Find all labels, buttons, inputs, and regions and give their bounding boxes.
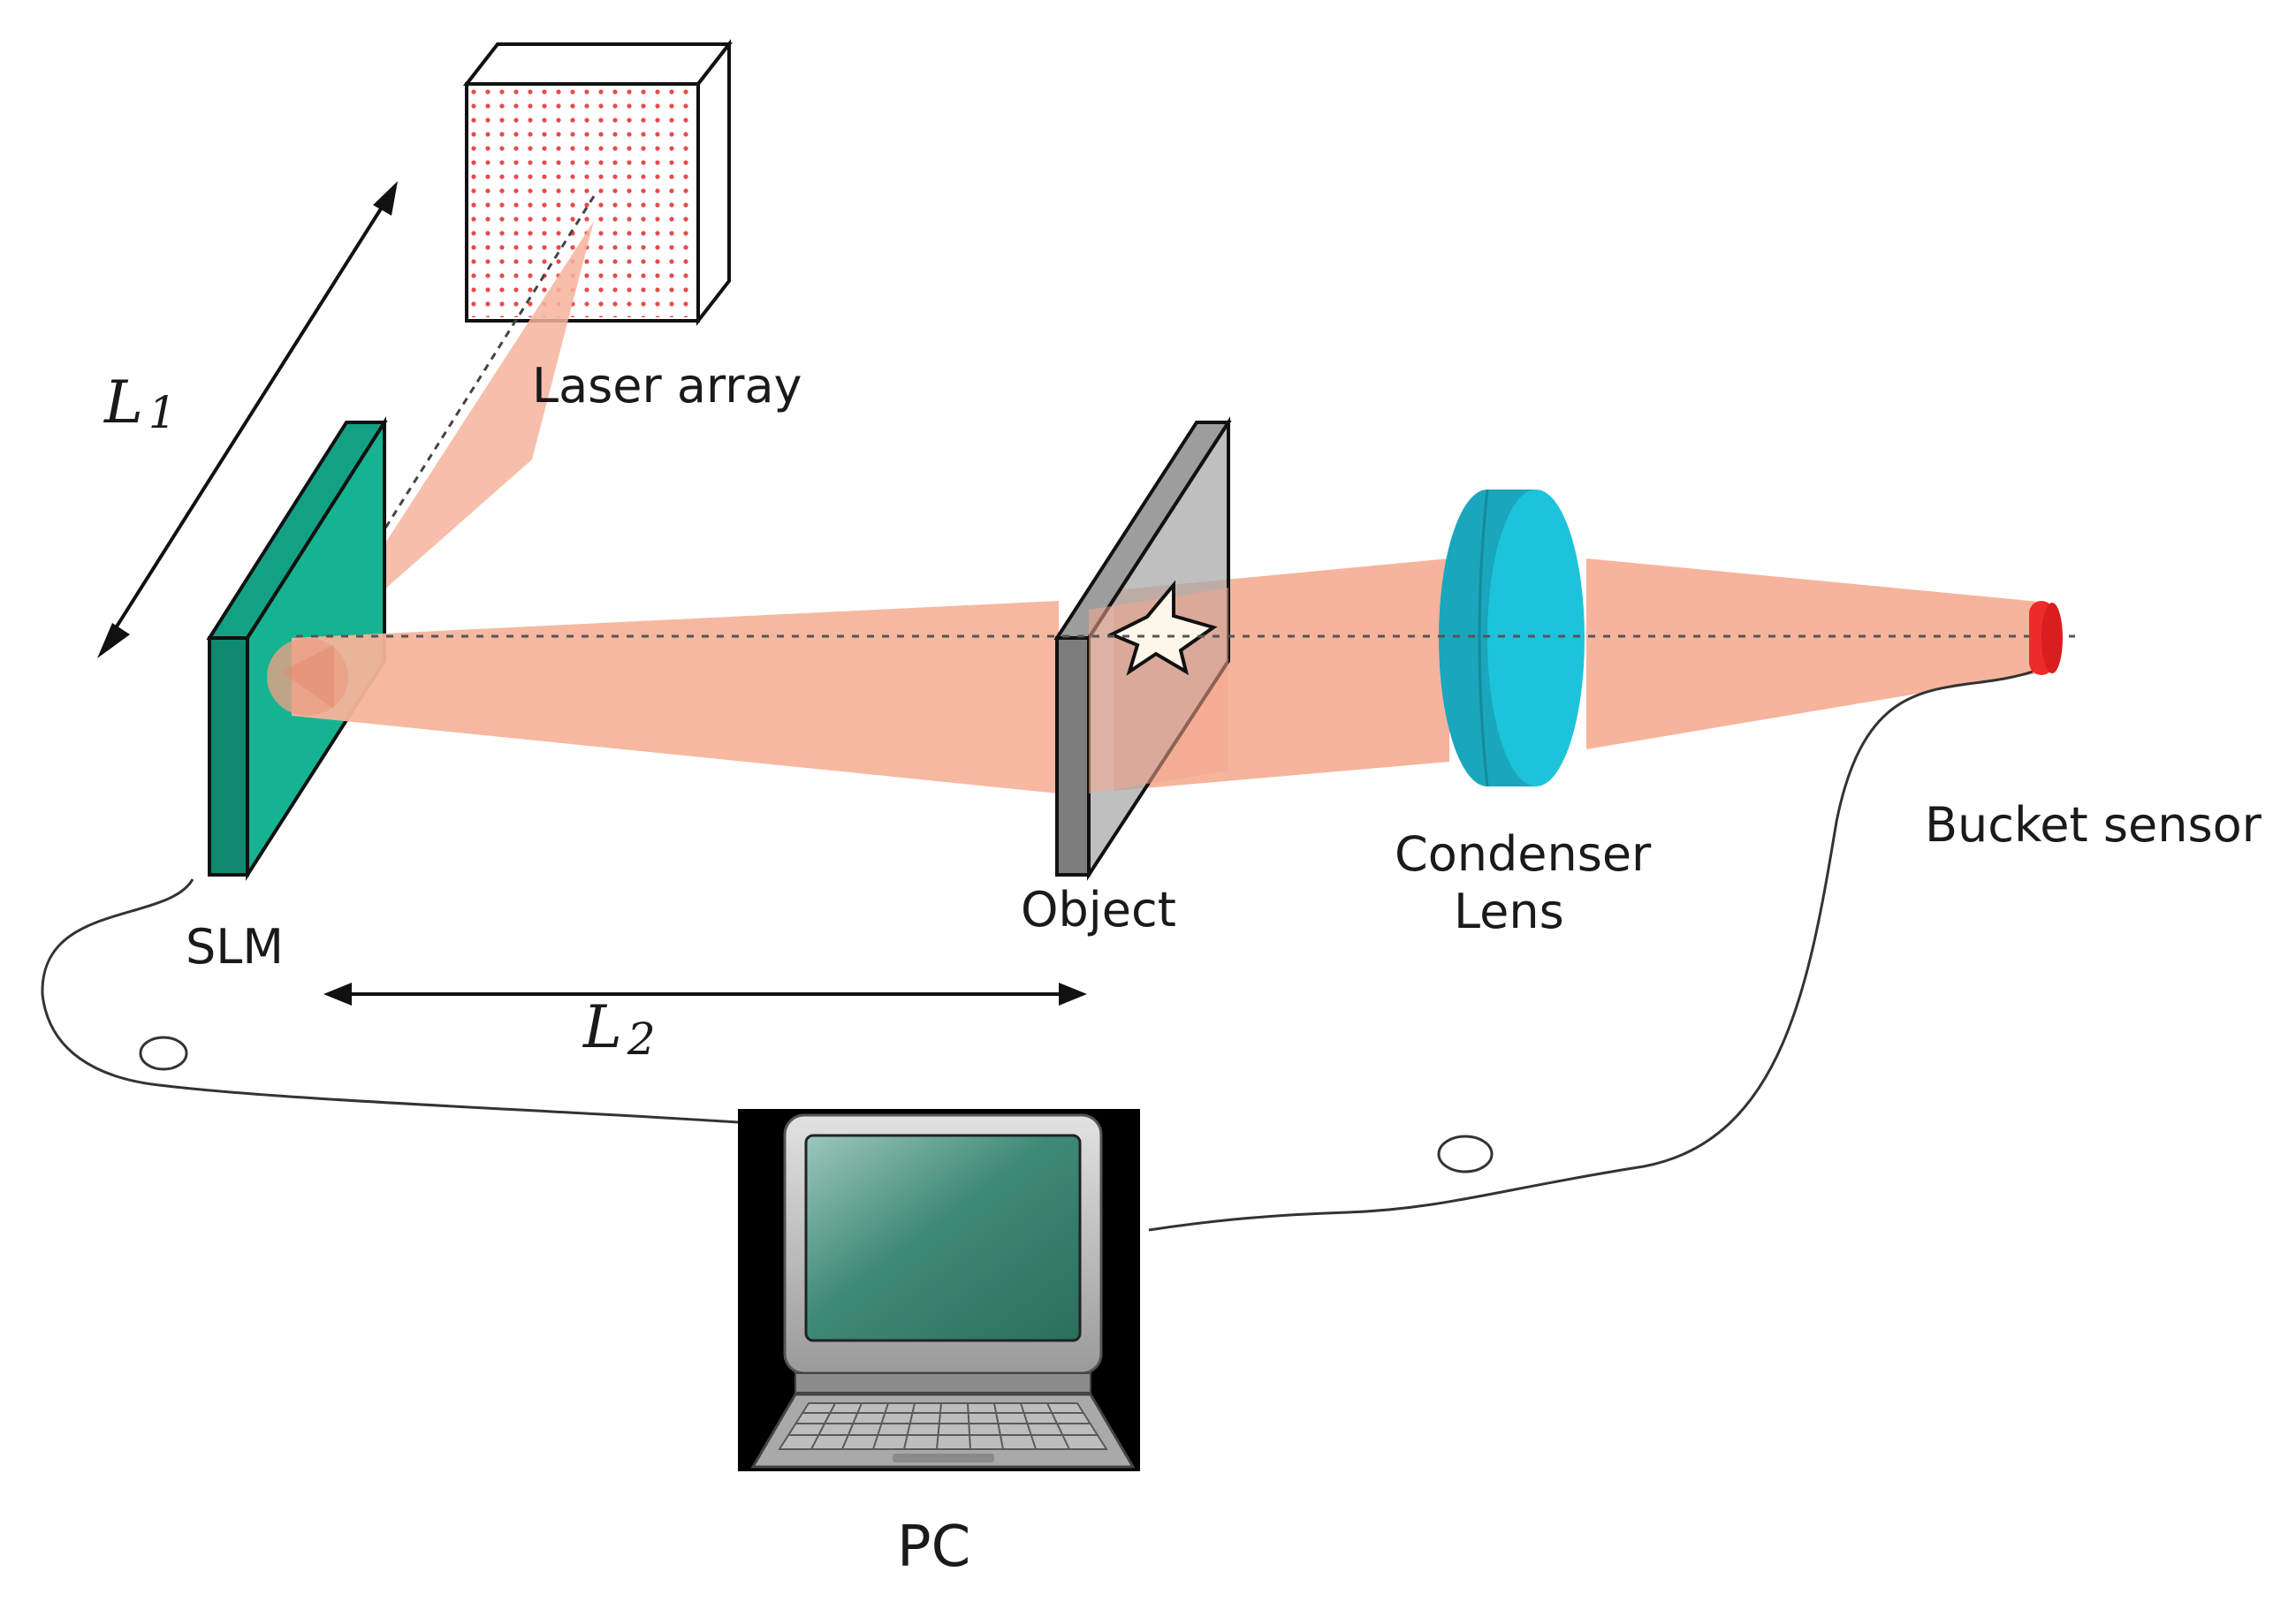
slm-cable-loop xyxy=(139,1036,188,1071)
laser-array xyxy=(462,39,734,326)
slm xyxy=(206,416,388,881)
condenser-lens xyxy=(1439,489,1585,787)
laptop-icon xyxy=(738,1109,1140,1471)
l2-dimension-arrow xyxy=(323,983,1087,1006)
star-icon xyxy=(1107,580,1218,676)
condenser-lens-label-line2: Lens xyxy=(1454,884,1564,939)
slm-cable xyxy=(41,878,739,1124)
laser-beam-converging xyxy=(1586,558,2049,749)
bucket-sensor-label: Bucket sensor xyxy=(1925,797,2262,853)
object-label: Object xyxy=(1021,882,1176,938)
sensor-cable xyxy=(1148,670,2034,1232)
bucket-sensor xyxy=(2029,601,2063,675)
l1-dimension-arrow xyxy=(97,181,398,658)
l2-label: L 2 xyxy=(582,993,656,1065)
laser-beam-main xyxy=(292,601,1059,794)
pc-label: PC xyxy=(897,1515,970,1580)
sensor-cable-loop xyxy=(1437,1135,1494,1173)
laptop-keyboard xyxy=(778,1402,1108,1450)
laser-array-label: Laser array xyxy=(532,358,802,414)
slm-label: SLM xyxy=(186,919,284,975)
l1-label: L 1 xyxy=(103,368,177,438)
condenser-lens-label-line1: Condenser xyxy=(1395,826,1652,882)
